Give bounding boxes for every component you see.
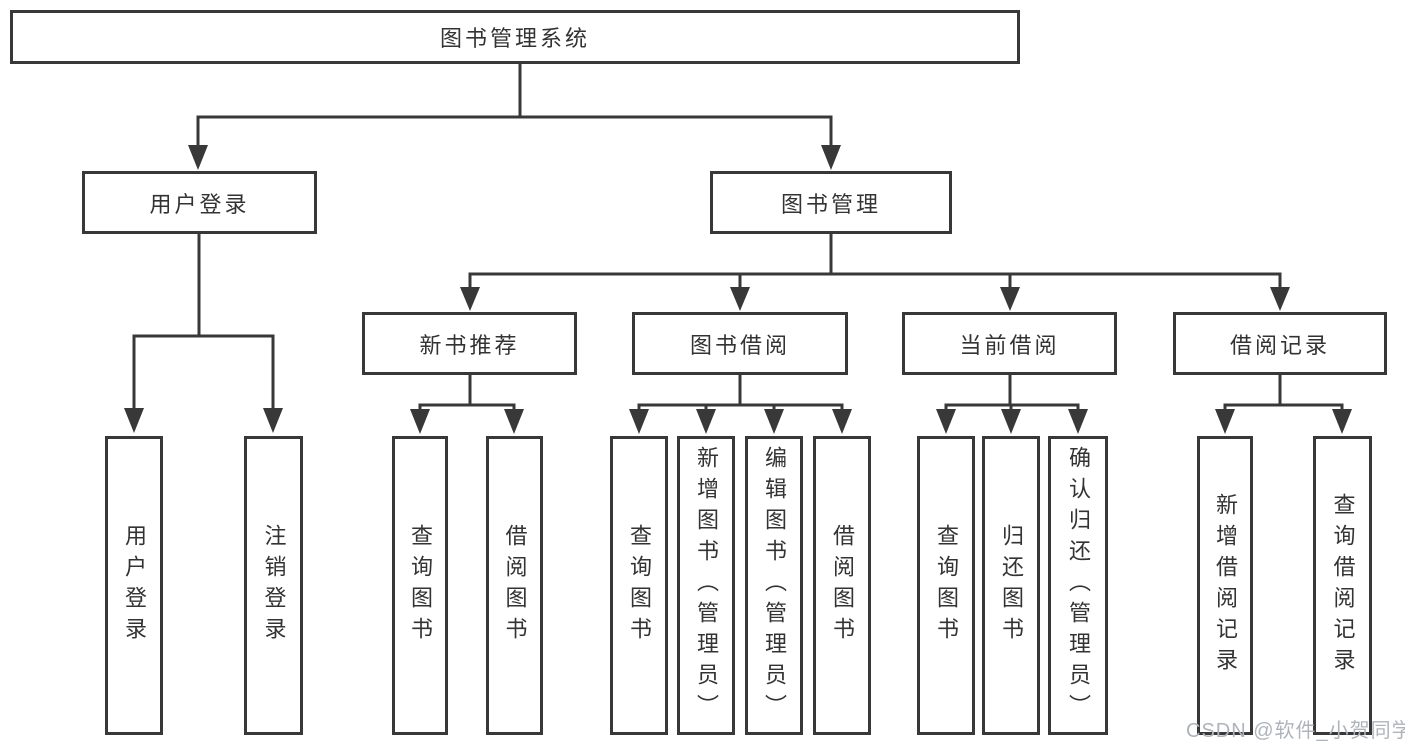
node-leaf-query-book-1: 查询图书 — [392, 436, 448, 735]
node-leaf-user-login: 用户登录 — [105, 436, 163, 735]
node-leaf-add-book-admin: 新增图书（管理员） — [677, 436, 735, 735]
leaf-label: 借阅图书 — [502, 523, 528, 648]
node-leaf-query-book-3: 查询图书 — [917, 436, 975, 735]
leaf-label: 归还图书 — [999, 523, 1024, 648]
leaf-label: 借阅图书 — [830, 523, 855, 648]
node-borrow-records: 借阅记录 — [1173, 312, 1387, 375]
leaf-label: 用户登录 — [122, 523, 147, 648]
csdn-watermark: CSDN @软件_小贺同学 — [1186, 720, 1405, 742]
leaf-label: 查询图书 — [408, 523, 433, 648]
node-leaf-return-book: 归还图书 — [982, 436, 1040, 735]
leaf-label: 查询图书 — [934, 523, 959, 648]
leaf-label: 查询图书 — [627, 523, 652, 648]
leaf-label: 查询借阅记录 — [1330, 492, 1356, 679]
node-leaf-borrow-book-1: 借阅图书 — [486, 436, 543, 735]
node-leaf-borrow-book-2: 借阅图书 — [813, 436, 871, 735]
node-leaf-query-book-2: 查询图书 — [610, 436, 668, 735]
node-user-login: 用户登录 — [82, 171, 317, 234]
leaf-label: 新增图书（管理员） — [694, 446, 719, 725]
node-new-book-recommend: 新书推荐 — [362, 312, 577, 375]
arrowheads — [124, 145, 1352, 434]
node-leaf-logout: 注销登录 — [244, 436, 303, 735]
node-current-borrow: 当前借阅 — [902, 312, 1117, 375]
node-book-borrow: 图书借阅 — [632, 312, 848, 375]
leaf-label: 新增借阅记录 — [1213, 492, 1238, 679]
node-library-system: 图书管理系统 — [10, 10, 1020, 64]
node-book-management: 图书管理 — [710, 171, 952, 234]
leaf-label: 编辑图书（管理员） — [762, 446, 787, 725]
node-leaf-confirm-return-admin: 确认归还（管理员） — [1048, 436, 1108, 735]
node-leaf-edit-book-admin: 编辑图书（管理员） — [745, 436, 803, 735]
node-leaf-query-borrow-record: 查询借阅记录 — [1313, 436, 1372, 735]
node-leaf-add-borrow-record: 新增借阅记录 — [1197, 436, 1253, 735]
leaf-label: 确认归还（管理员） — [1066, 446, 1091, 725]
leaf-label: 注销登录 — [261, 523, 287, 648]
